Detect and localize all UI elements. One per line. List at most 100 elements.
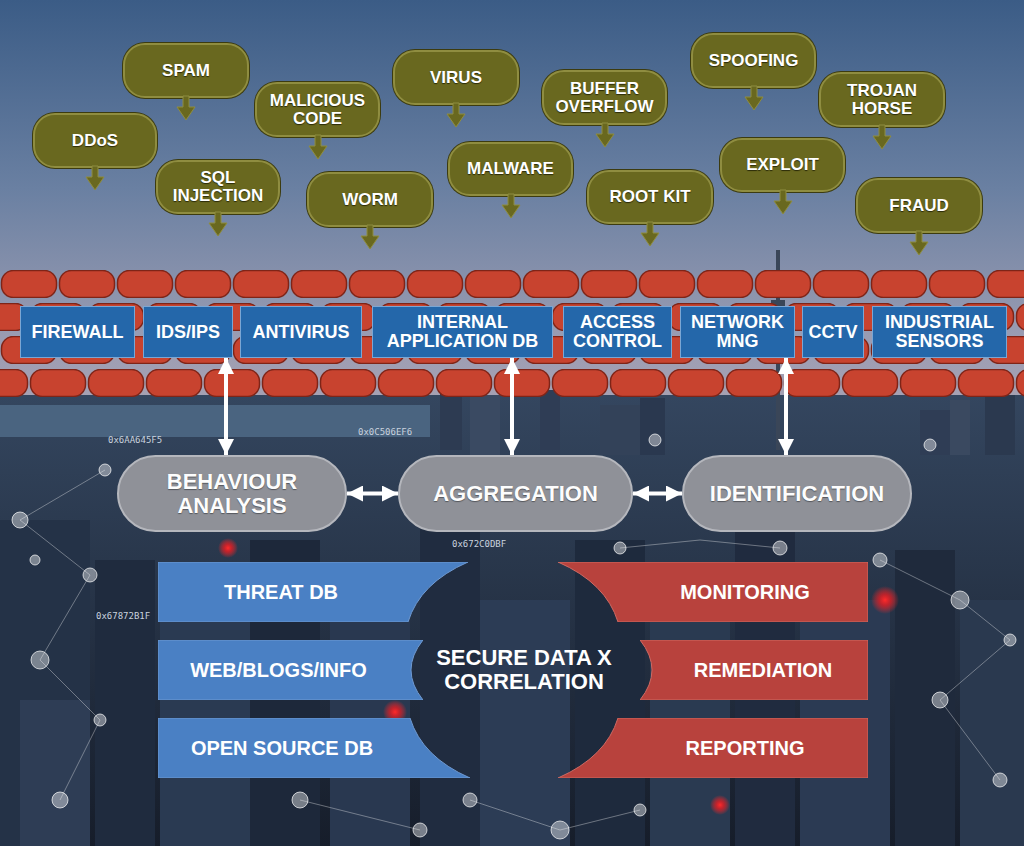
- threat-callout: TROJAN HORSE: [819, 72, 945, 127]
- flow-arrow: [510, 358, 514, 455]
- callout-pointer: [501, 194, 521, 220]
- network-dots: [932, 692, 948, 708]
- security-source-box: IDS/IPS: [143, 306, 233, 358]
- flow-arrow: [633, 492, 682, 496]
- flow-arrow: [224, 358, 228, 455]
- network-lines: [880, 560, 1010, 780]
- data-source-band: THREAT DB: [158, 562, 468, 622]
- node-text: SPAM: [133, 62, 239, 80]
- threat-callout: DDoS: [33, 113, 157, 168]
- network-lines: [620, 540, 780, 548]
- callout-pointer: [309, 135, 327, 159]
- threat-callout: MALICIOUS CODE: [255, 82, 380, 137]
- city-ground: [0, 395, 1024, 846]
- node-text: OPEN SOURCE DB: [164, 738, 400, 759]
- node-text: BEHAVIOUR ANALYSIS: [141, 470, 323, 516]
- node-text: INDUSTRIAL SENSORS: [878, 313, 1001, 351]
- network-dots: [12, 434, 1016, 839]
- red-glow: [218, 538, 238, 558]
- flow-arrow: [347, 492, 398, 496]
- skyline: [95, 560, 155, 846]
- callout-pointer: [640, 222, 660, 248]
- red-glow: [871, 586, 899, 614]
- network-dots: [31, 651, 49, 669]
- network-lines: [300, 800, 420, 830]
- security-source-box: NETWORK MNG: [680, 306, 795, 358]
- node-text: VIRUS: [403, 69, 509, 87]
- network-dots: [634, 804, 646, 816]
- harbour-water: [0, 405, 430, 437]
- skyline: [20, 700, 90, 846]
- threat-callout: BUFFER OVERFLOW: [542, 70, 667, 125]
- node-text: MONITORING: [628, 582, 862, 603]
- node-text: SPOOFING: [701, 52, 806, 70]
- security-source-box: FIREWALL: [20, 306, 135, 358]
- node-text: ROOT KIT: [597, 188, 703, 206]
- node-text: IDENTIFICATION: [706, 482, 888, 505]
- network-dots: [99, 464, 111, 476]
- network-dots: [463, 793, 477, 807]
- data-source-band: OPEN SOURCE DB: [158, 718, 470, 778]
- threat-callout: FRAUD: [856, 178, 982, 233]
- hex-code: 0x672C0DBF: [452, 540, 522, 550]
- node-text: ACCESS CONTROL: [569, 313, 666, 351]
- node-text: BUFFER OVERFLOW: [552, 80, 657, 116]
- node-text: DDoS: [43, 132, 147, 150]
- node-text: AGGREGATION: [422, 482, 609, 505]
- callout-pointer: [774, 190, 792, 214]
- callout-pointer: [873, 125, 891, 149]
- skyline: [640, 398, 665, 455]
- callout-pointer: [595, 123, 615, 149]
- network-dots: [773, 541, 787, 555]
- band-shape: [158, 562, 468, 622]
- hex-code: 0x67872B1F: [96, 612, 156, 622]
- skyline: [950, 400, 970, 455]
- band-shape: [158, 718, 470, 778]
- network-dots: [12, 512, 28, 528]
- node-text: MALICIOUS CODE: [265, 92, 370, 128]
- callout-pointer: [176, 96, 196, 122]
- action-band: REMEDIATION: [640, 640, 868, 700]
- skyline: [540, 390, 560, 450]
- security-source-box: INTERNAL APPLICATION DB: [372, 306, 553, 358]
- threat-callout: WORM: [307, 172, 433, 227]
- brick-wall: [0, 270, 1024, 298]
- analysis-stage: IDENTIFICATION: [682, 455, 912, 532]
- network-dots: [292, 792, 308, 808]
- skyline: [0, 520, 90, 846]
- skyline: [0, 250, 1024, 846]
- network-dots: [83, 568, 97, 582]
- node-text: THREAT DB: [164, 582, 398, 603]
- callout-pointer: [641, 222, 659, 246]
- security-source-box: ANTIVIRUS: [240, 306, 362, 358]
- callout-pointer: [502, 194, 520, 218]
- callout-pointer: [744, 86, 764, 112]
- callout-pointer: [177, 96, 195, 120]
- flow-arrow: [784, 358, 788, 455]
- threat-callout: VIRUS: [393, 50, 519, 105]
- callout-pointer: [447, 103, 465, 127]
- node-text: EXPLOIT: [730, 156, 835, 174]
- network-dots: [873, 553, 887, 567]
- node-text: FIREWALL: [26, 323, 129, 342]
- callout-pointer: [773, 190, 793, 216]
- skyline: [600, 405, 640, 455]
- callout-pointer: [85, 166, 105, 192]
- network-dots: [551, 821, 569, 839]
- callout-pointer: [308, 135, 328, 161]
- security-source-box: CCTV: [802, 306, 864, 358]
- skyline: [985, 395, 1015, 455]
- analysis-stage: BEHAVIOUR ANALYSIS: [117, 455, 347, 532]
- network-lines: [20, 520, 100, 800]
- callout-pointer: [745, 86, 763, 110]
- network-dots: [951, 591, 969, 609]
- callout-pointer: [361, 225, 379, 249]
- network-dots: [614, 542, 626, 554]
- callout-pointer: [86, 166, 104, 190]
- network-dots: [924, 439, 936, 451]
- threat-callout: SPAM: [123, 43, 249, 98]
- center-caption: SECURE DATA X CORRELATION: [418, 646, 630, 694]
- skyline: [960, 600, 1024, 846]
